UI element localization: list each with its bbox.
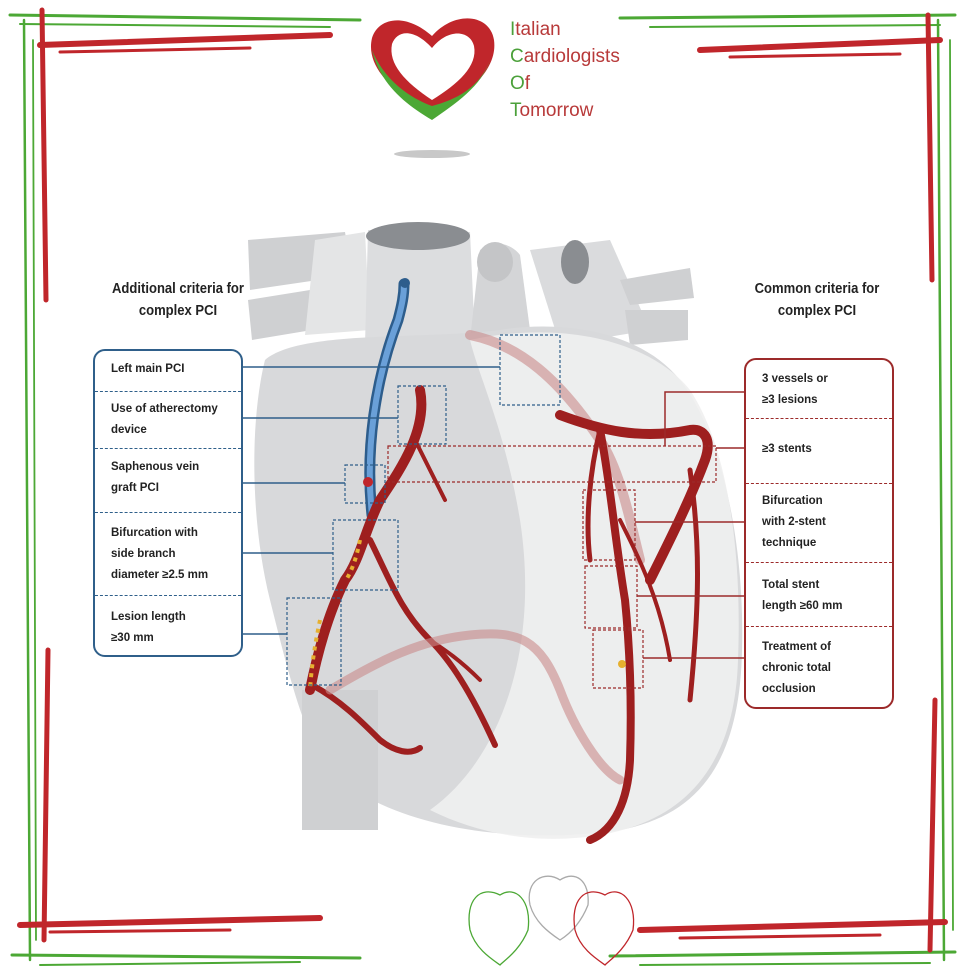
divider — [746, 562, 892, 563]
divider — [746, 418, 892, 419]
additional-criteria-box: Left main PCI Use of atherectomy device … — [93, 349, 243, 657]
criterion-line: Total stent — [762, 579, 820, 591]
criterion-line: occlusion — [762, 683, 816, 695]
right-title-line-1: Common criteria for — [754, 281, 880, 297]
criterion-line: Treatment of — [762, 641, 832, 653]
divider — [746, 626, 892, 627]
criterion-lesion-length: Lesion length ≥30 mm — [111, 607, 235, 649]
criterion-saphenous-vein-graft: Saphenous vein graft PCI — [111, 457, 235, 499]
criterion-line: diameter ≥2.5 mm — [111, 569, 209, 581]
criterion-line: ≥30 mm — [111, 632, 154, 644]
criterion-three-stents: ≥3 stents — [762, 439, 886, 460]
criterion-line: Bifurcation — [762, 495, 823, 507]
logo-rest: omorrow — [519, 100, 594, 121]
logo-line-3: Of — [510, 70, 620, 97]
criterion-atherectomy: Use of atherectomy device — [111, 399, 235, 441]
criterion-line: side branch — [111, 548, 176, 560]
criterion-bifurcation-side-branch: Bifurcation with side branch diameter ≥2… — [111, 523, 235, 586]
common-criteria-box: 3 vessels or ≥3 lesions ≥3 stents Bifurc… — [744, 358, 894, 709]
criterion-total-stent-length: Total stent length ≥60 mm — [762, 575, 886, 617]
criterion-line: 3 vessels or — [762, 373, 828, 385]
criterion-line: with 2-stent — [762, 516, 826, 528]
left-panel-title: Additional criteria for complex PCI — [97, 278, 259, 322]
logo-heart-icon — [370, 18, 495, 158]
criterion-line: chronic total — [762, 662, 832, 674]
divider — [95, 391, 241, 392]
bottom-hearts-icon — [468, 875, 635, 966]
criterion-line: Use of atherectomy — [111, 403, 218, 415]
divider — [95, 512, 241, 513]
criterion-line: Lesion length — [111, 611, 186, 623]
criterion-line: Saphenous vein — [111, 461, 200, 473]
logo-text: Italian Cardiologists Of Tomorrow — [510, 16, 620, 124]
heart-illustration — [243, 222, 744, 844]
logo-line-2: Cardiologists — [510, 43, 620, 70]
criterion-left-main-pci: Left main PCI — [111, 359, 235, 380]
left-title-line-2: complex PCI — [138, 303, 218, 319]
criterion-chronic-total-occlusion: Treatment of chronic total occlusion — [762, 637, 886, 700]
criterion-three-vessels: 3 vessels or ≥3 lesions — [762, 369, 886, 411]
criterion-line: graft PCI — [111, 482, 159, 494]
divider — [746, 483, 892, 484]
logo-line-4: Tomorrow — [510, 97, 620, 124]
divider — [95, 595, 241, 596]
criterion-line: technique — [762, 537, 817, 549]
logo-initial: C — [510, 46, 524, 67]
right-title-line-2: complex PCI — [777, 303, 857, 319]
criterion-line: ≥3 stents — [762, 443, 812, 455]
logo-rest: ardiologists — [523, 46, 620, 67]
logo-initial: O — [510, 73, 525, 94]
criterion-line: Bifurcation with — [111, 527, 198, 539]
logo-rest: f — [524, 73, 531, 94]
logo-line-1: Italian — [510, 16, 620, 43]
criterion-two-stent-bifurcation: Bifurcation with 2-stent technique — [762, 491, 886, 554]
divider — [95, 448, 241, 449]
criterion-line: ≥3 lesions — [762, 394, 818, 406]
criterion-line: Left main PCI — [111, 363, 185, 375]
logo-rest: talian — [515, 19, 561, 40]
logo-initial: I — [510, 19, 516, 40]
criterion-line: device — [111, 424, 147, 436]
left-title-line-1: Additional criteria for — [112, 281, 244, 297]
logo-initial: T — [510, 100, 520, 121]
criterion-line: length ≥60 mm — [762, 600, 843, 612]
right-panel-title: Common criteria for complex PCI — [736, 278, 898, 322]
